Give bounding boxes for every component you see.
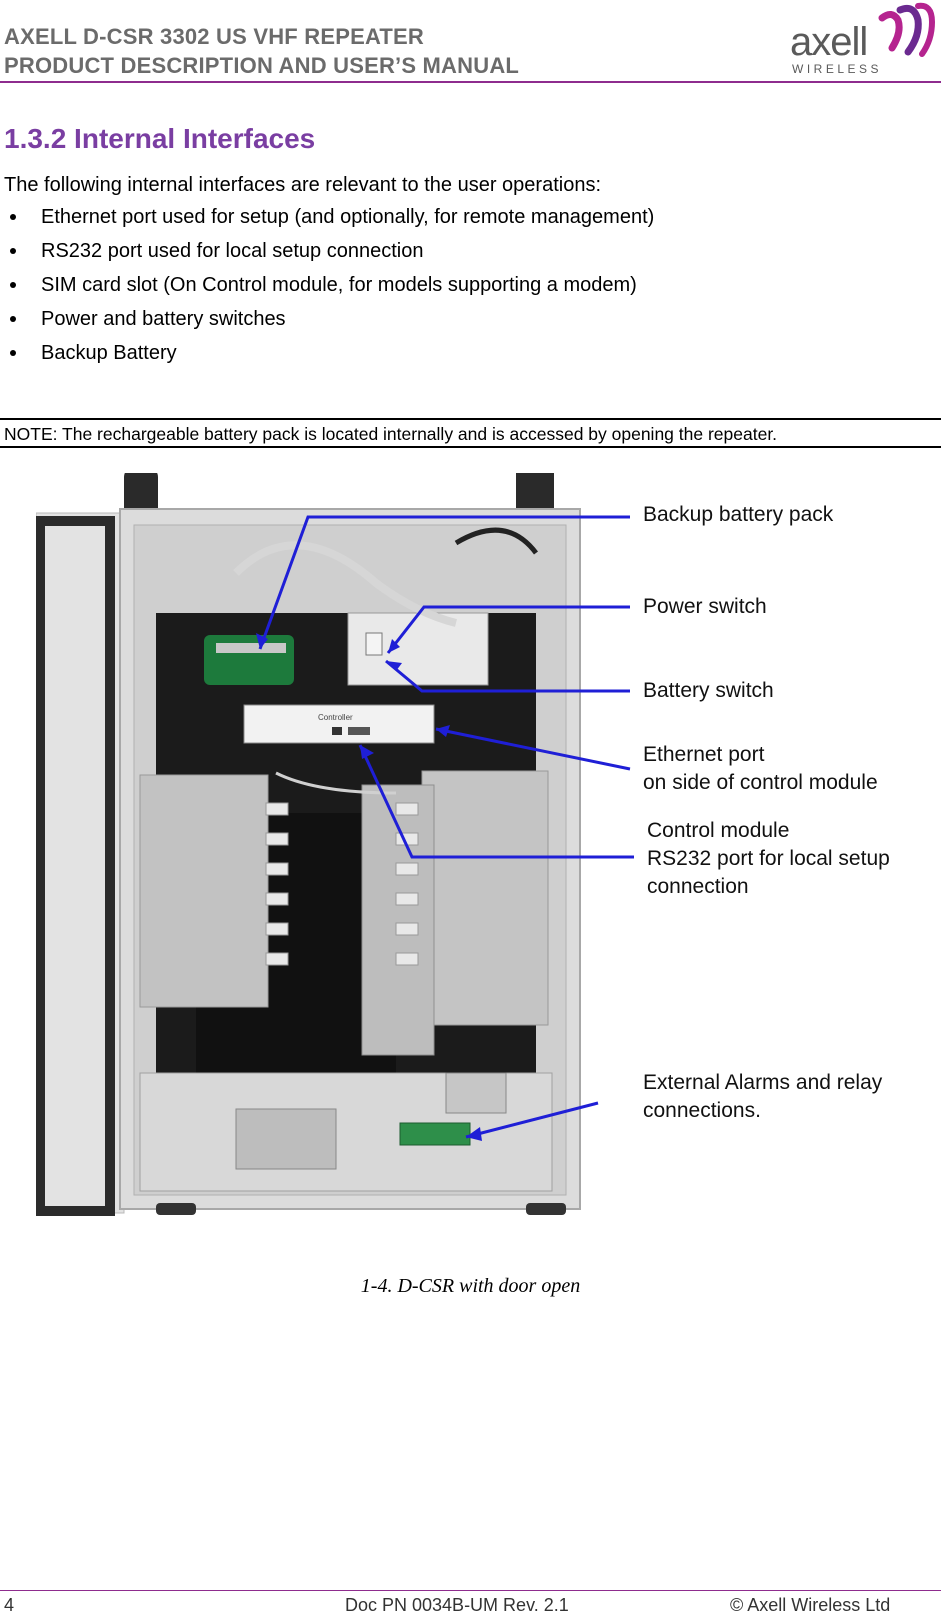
bullet-icon: [10, 214, 16, 220]
logo-subtitle: WIRELESS: [792, 62, 883, 76]
callout-control-module: Control module RS232 port for local setu…: [647, 819, 890, 898]
footer-copyright: © Axell Wireless Ltd: [730, 1595, 891, 1615]
footer-page-number: 4: [4, 1595, 15, 1615]
callout-power-switch: Power switch: [643, 595, 767, 618]
document-header-title: AXELL D-CSR 3302 US VHF REPEATER PRODUCT…: [4, 22, 519, 80]
section-intro: The following internal interfaces are re…: [4, 174, 602, 196]
repeater-photo: Controller: [35, 461, 941, 1253]
note-box: NOTE: The rechargeable battery pack is l…: [0, 418, 941, 448]
bullet-icon: [10, 282, 16, 288]
header-title-line1: AXELL D-CSR 3302 US VHF REPEATER: [4, 24, 425, 49]
header-title-line2: PRODUCT DESCRIPTION AND USER’S MANUAL: [4, 53, 520, 78]
list-item: RS232 port used for local setup connecti…: [4, 238, 654, 272]
list-item-text: RS232 port used for local setup connecti…: [41, 240, 424, 262]
logo-chevrons-icon: [878, 2, 936, 57]
bullet-icon: [10, 350, 16, 356]
footer-doc-number: Doc PN 0034B-UM Rev. 2.1: [345, 1595, 569, 1615]
list-item-text: Ethernet port used for setup (and option…: [41, 206, 655, 228]
interface-list: Ethernet port used for setup (and option…: [4, 204, 654, 374]
footer-rule: [0, 1590, 941, 1591]
list-item-text: Backup Battery: [41, 342, 177, 364]
list-item: Backup Battery: [4, 340, 654, 374]
bullet-icon: [10, 316, 16, 322]
list-item-text: SIM card slot (On Control module, for mo…: [41, 274, 637, 296]
callout-battery-switch: Battery switch: [643, 679, 774, 702]
axell-logo-icon: axell WIRELESS: [790, 2, 936, 78]
repeater-photo-illustration: Controller: [35, 461, 634, 1216]
logo-wordmark: axell: [790, 20, 868, 64]
header-rule: [0, 81, 941, 83]
list-item-text: Power and battery switches: [41, 308, 286, 330]
controller-module-label: Controller: [318, 713, 353, 722]
callout-ethernet-port: Ethernet port on side of control module: [643, 743, 878, 794]
callout-external-alarms: External Alarms and relay connections.: [643, 1071, 883, 1122]
note-text: NOTE: The rechargeable battery pack is l…: [4, 424, 778, 444]
figure-caption: 1-4. D-CSR with door open: [360, 1275, 581, 1297]
section-title: 1.3.2 Internal Interfaces: [4, 123, 316, 154]
callout-backup-battery: Backup battery pack: [643, 503, 834, 526]
list-item: Power and battery switches: [4, 306, 654, 340]
bullet-icon: [10, 248, 16, 254]
list-item: SIM card slot (On Control module, for mo…: [4, 272, 654, 306]
list-item: Ethernet port used for setup (and option…: [4, 204, 654, 238]
